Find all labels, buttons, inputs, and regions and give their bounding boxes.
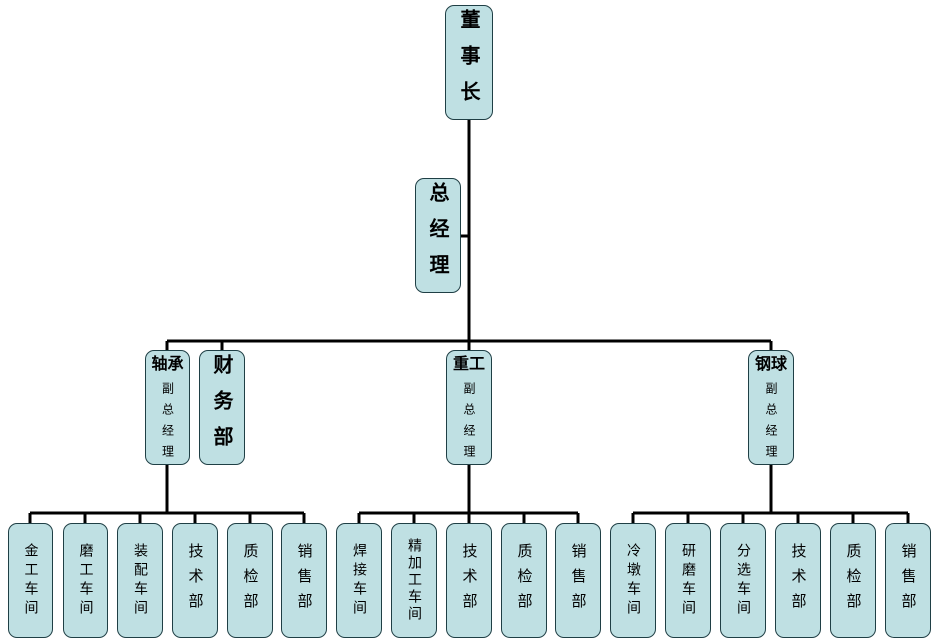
department-label: 金工车间	[22, 542, 39, 619]
department-box: 研磨车间	[665, 523, 711, 638]
division-box-heavy: 重工 副总经理	[446, 350, 492, 466]
department-label: 销售部	[569, 543, 588, 618]
division-name: 轴承	[151, 353, 184, 373]
department-label: 质检部	[844, 543, 863, 618]
finance-label: 财务部	[210, 353, 234, 462]
department-label: 质检部	[515, 543, 534, 618]
department-box: 技术部	[172, 523, 218, 638]
department-box: 技术部	[446, 523, 492, 638]
department-box: 销售部	[885, 523, 931, 638]
department-box: 冷墩车间	[610, 523, 656, 638]
division-name: 钢球	[754, 353, 787, 373]
department-label: 冷墩车间	[625, 542, 641, 619]
department-box: 销售部	[555, 523, 601, 638]
general-manager-label: 总经理	[426, 181, 450, 290]
department-box: 质检部	[830, 523, 876, 638]
department-box: 质检部	[227, 523, 273, 638]
department-box: 磨工车间	[63, 523, 108, 638]
general-manager-box: 总经理	[415, 178, 461, 293]
department-label: 销售部	[899, 543, 918, 618]
department-box: 分选车间	[720, 523, 766, 638]
department-label: 质检部	[241, 543, 260, 618]
department-box: 精加工车间	[391, 523, 437, 638]
chairman-label: 董事长	[457, 8, 481, 117]
department-label: 装配车间	[132, 542, 148, 619]
department-label: 分选车间	[735, 542, 751, 619]
department-label: 精加工车间	[406, 538, 422, 623]
department-box: 金工车间	[8, 523, 53, 638]
department-label: 技术部	[186, 543, 205, 618]
department-label: 磨工车间	[77, 542, 94, 619]
department-box: 销售部	[281, 523, 327, 638]
division-box-ball: 钢球 副总经理	[748, 350, 794, 466]
department-label: 销售部	[295, 543, 314, 618]
department-label: 技术部	[460, 543, 479, 618]
division-title: 副总经理	[462, 381, 476, 466]
department-box: 质检部	[501, 523, 547, 638]
finance-box: 财务部	[199, 350, 245, 465]
department-box: 焊接车间	[336, 523, 382, 638]
department-label: 焊接车间	[351, 542, 367, 619]
department-box: 技术部	[775, 523, 821, 638]
division-box-bearing: 轴承 副总经理	[145, 350, 190, 466]
division-title: 副总经理	[764, 381, 778, 466]
division-name: 重工	[452, 353, 485, 373]
division-title: 副总经理	[160, 381, 175, 466]
department-box: 装配车间	[117, 523, 163, 638]
department-label: 研磨车间	[680, 542, 696, 619]
chairman-box: 董事长	[445, 5, 493, 120]
department-label: 技术部	[789, 543, 808, 618]
